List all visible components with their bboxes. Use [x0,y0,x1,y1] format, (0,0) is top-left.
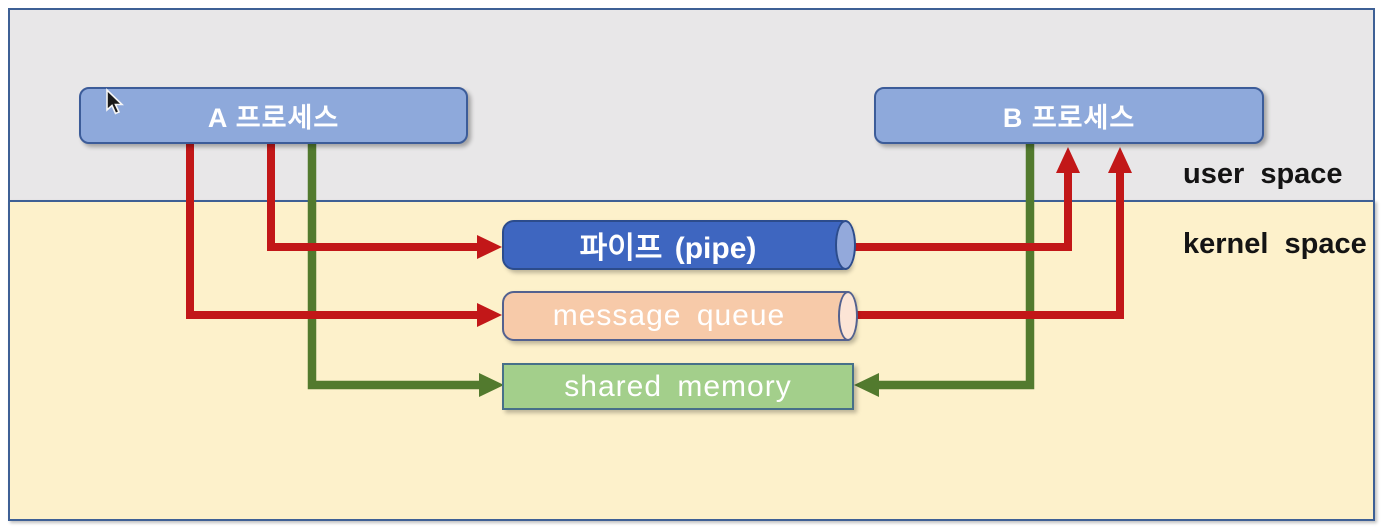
shared-memory-box: shared memory [502,363,854,410]
process-a-label: A 프로세스 [207,103,340,133]
kernel-space-label: kernel space [1183,228,1367,260]
arrow-b-to-shared-memory [854,140,1035,397]
arrow-pipe-to-b [846,147,1080,251]
arrow-a-to-shared-memory [307,140,504,397]
arrow-message-queue-to-b [852,147,1132,319]
arrow-a-to-pipe [267,140,502,259]
message-queue-label: message queue [552,299,786,332]
message-queue-cylinder-cap [838,291,858,341]
pipe-label: 파이프 (pipe) [579,232,757,265]
mouse-cursor-icon [106,88,124,115]
pipe-cylinder: 파이프 (pipe) [502,220,850,270]
arrow-a-to-message-queue [186,140,502,327]
message-queue-cylinder: message queue [502,291,854,341]
process-b-box: B 프로세스 [874,87,1264,144]
process-a-box: A 프로세스 [79,87,468,144]
pipe-cylinder-cap [835,220,856,270]
shared-memory-label: shared memory [564,369,792,403]
process-b-label: B 프로세스 [1002,103,1136,133]
user-space-label: user space [1183,158,1343,190]
